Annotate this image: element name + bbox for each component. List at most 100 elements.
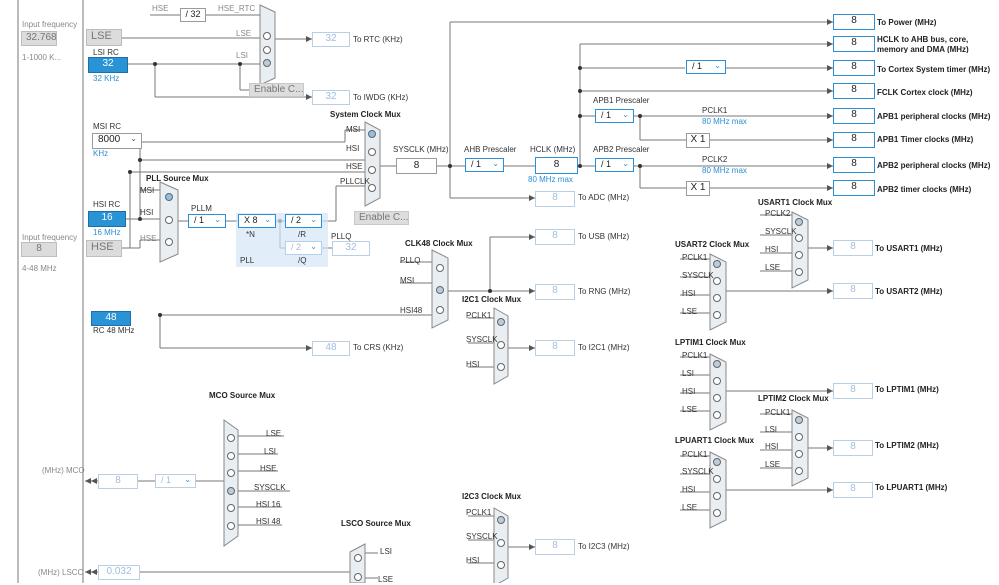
usart2-lse-label: LSE bbox=[682, 307, 698, 316]
pclk1-label: PCLK1 bbox=[702, 106, 728, 115]
apb2-prescaler-label: APB2 Prescaler bbox=[593, 145, 650, 154]
lsco-lsi-label: LSI bbox=[380, 547, 393, 556]
msi-frequency-select[interactable]: 8000⌄ bbox=[92, 133, 142, 149]
plln-select[interactable]: X 8⌄ bbox=[238, 214, 276, 228]
lse-range-label: 1-1000 K... bbox=[22, 53, 62, 62]
mco-output-label: (MHz) MCO bbox=[42, 466, 85, 475]
apb2-prescaler-select[interactable]: / 1⌄ bbox=[595, 158, 634, 172]
lse-source-block[interactable]: LSE bbox=[86, 29, 122, 46]
mco-lsi-label: LSI bbox=[264, 447, 277, 456]
hclk-ahb-output-label: HCLK to AHB bus, core, memory and DMA (M… bbox=[877, 35, 969, 53]
mco-divider-select[interactable]: / 1⌄ bbox=[155, 474, 196, 488]
lsco-output-label: (MHz) LSCO bbox=[38, 568, 84, 577]
rtc-frequency-value[interactable]: 32 bbox=[312, 32, 350, 47]
i2c3-output-label: To I2C3 (MHz) bbox=[578, 542, 630, 551]
mco-lse-label: LSE bbox=[266, 429, 282, 438]
hse-source-block[interactable]: HSE bbox=[86, 240, 122, 257]
iwdg-frequency-value[interactable]: 32 bbox=[312, 90, 350, 105]
lptim1-output-label: To LPTIM1 (MHz) bbox=[875, 385, 939, 394]
adc-frequency-value[interactable]: 8 bbox=[535, 191, 575, 207]
lptim2-hsi-label: HSI bbox=[765, 442, 779, 451]
i2c3-frequency-value[interactable]: 8 bbox=[535, 539, 575, 555]
chevron-down-icon: ⌄ bbox=[130, 134, 137, 143]
rtc-lsi-input-label: LSI bbox=[236, 51, 249, 60]
apb1-timer-multiplier: X 1 bbox=[686, 133, 710, 148]
lsco-frequency-value[interactable]: 0.032 bbox=[98, 565, 140, 580]
lpuart1-frequency-value[interactable]: 8 bbox=[833, 482, 873, 498]
usb-output-label: To USB (MHz) bbox=[578, 232, 630, 241]
msi-rc-label: MSI RC bbox=[93, 122, 121, 131]
chevron-down-icon: ⌄ bbox=[622, 159, 629, 168]
fclk-frequency-value[interactable]: 8 bbox=[833, 83, 875, 99]
mco-source-mux-title: MCO Source Mux bbox=[209, 391, 276, 400]
pllq-select[interactable]: / 2⌄ bbox=[285, 241, 322, 255]
lsi-rc-label: LSI RC bbox=[93, 48, 119, 57]
clk48-msi-label: MSI bbox=[400, 276, 415, 285]
lpuart1-lse-label: LSE bbox=[682, 503, 698, 512]
pll-mux-msi-label: MSI bbox=[140, 186, 155, 195]
pllm-select[interactable]: / 1⌄ bbox=[188, 214, 226, 228]
usart2-frequency-value[interactable]: 8 bbox=[833, 283, 873, 299]
apb1-prescaler-select[interactable]: / 1⌄ bbox=[595, 109, 634, 123]
mco-hse-label: HSE bbox=[260, 464, 277, 473]
rc48-label: RC 48 MHz bbox=[93, 326, 135, 335]
pllq-divider-label: /Q bbox=[298, 256, 307, 265]
lsi-rc-value[interactable]: 32 bbox=[88, 57, 128, 73]
plln-label: *N bbox=[246, 230, 255, 239]
rtc-hse-divider[interactable]: / 32 bbox=[180, 8, 206, 22]
hclk-ahb-frequency-value[interactable]: 8 bbox=[833, 36, 875, 52]
sysclk-value[interactable]: 8 bbox=[396, 158, 437, 174]
chevron-down-icon: ⌄ bbox=[264, 215, 271, 224]
apb1-timer-frequency-value[interactable]: 8 bbox=[833, 132, 875, 148]
lptim1-frequency-value[interactable]: 8 bbox=[833, 383, 873, 399]
lpuart1-pclk1-label: PCLK1 bbox=[682, 450, 708, 459]
power-frequency-value[interactable]: 8 bbox=[833, 14, 875, 30]
crs-frequency-value[interactable]: 48 bbox=[312, 341, 350, 356]
usb-frequency-value[interactable]: 8 bbox=[535, 229, 575, 245]
chevron-down-icon: ⌄ bbox=[214, 215, 221, 224]
rtc-enable-css-button[interactable]: Enable C... bbox=[249, 83, 304, 97]
chevron-down-icon: ⌄ bbox=[622, 110, 629, 119]
apb1-peripheral-frequency-value[interactable]: 8 bbox=[833, 108, 875, 124]
rc48-value[interactable]: 48 bbox=[91, 311, 131, 326]
pllq-frequency-value[interactable]: 32 bbox=[332, 241, 370, 256]
apb2-timer-frequency-value[interactable]: 8 bbox=[833, 180, 875, 196]
lse-input-frequency-field[interactable]: 32.768 bbox=[21, 31, 57, 46]
mco-frequency-value[interactable]: 8 bbox=[98, 474, 138, 489]
hse-input-frequency-field[interactable]: 8 bbox=[21, 242, 57, 257]
pllr-select[interactable]: / 2⌄ bbox=[285, 214, 322, 228]
hsi-rc-value[interactable]: 16 bbox=[88, 211, 126, 227]
rtc-hse-input-label: HSE bbox=[152, 4, 169, 13]
lptim2-frequency-value[interactable]: 8 bbox=[833, 440, 873, 456]
pll-mux-hse-label: HSE bbox=[140, 234, 157, 243]
i2c3-mux-title: I2C3 Clock Mux bbox=[462, 492, 522, 501]
lptim1-lse-label: LSE bbox=[682, 405, 698, 414]
cortex-timer-frequency-value[interactable]: 8 bbox=[833, 60, 875, 76]
cortex-timer-divider-select[interactable]: / 1⌄ bbox=[686, 60, 726, 74]
hsi-rc-frequency: 16 MHz bbox=[93, 228, 121, 237]
hclk-value[interactable]: 8 bbox=[535, 157, 578, 174]
hclk-max-label: 80 MHz max bbox=[528, 175, 573, 184]
pll-block-label: PLL bbox=[240, 256, 255, 265]
usart1-sysclk-label: SYSCLK bbox=[765, 227, 797, 236]
rng-frequency-value[interactable]: 8 bbox=[535, 284, 575, 300]
lpuart1-sysclk-label: SYSCLK bbox=[682, 467, 714, 476]
hse-rtc-label: HSE_RTC bbox=[218, 4, 256, 13]
apb2-peripheral-frequency-value[interactable]: 8 bbox=[833, 157, 875, 173]
pclk1-max-label: 80 MHz max bbox=[702, 117, 747, 126]
power-output-label: To Power (MHz) bbox=[877, 18, 937, 27]
hse-range-label: 4-48 MHz bbox=[22, 264, 57, 273]
sysclk-enable-css-button[interactable]: Enable C... bbox=[354, 211, 409, 225]
ahb-prescaler-select[interactable]: / 1⌄ bbox=[465, 158, 504, 172]
i2c1-mux-title: I2C1 Clock Mux bbox=[462, 295, 522, 304]
lptim1-mux-title: LPTIM1 Clock Mux bbox=[675, 338, 746, 347]
usart2-hsi-label: HSI bbox=[682, 289, 696, 298]
i2c1-frequency-value[interactable]: 8 bbox=[535, 340, 575, 356]
hclk-label: HCLK (MHz) bbox=[530, 145, 576, 154]
sysclk-mux-pllclk-label: PLLCLK bbox=[340, 177, 370, 186]
lse-input-frequency-label: Input frequency bbox=[22, 20, 78, 29]
lsco-source-mux-title: LSCO Source Mux bbox=[341, 519, 411, 528]
usart1-frequency-value[interactable]: 8 bbox=[833, 240, 873, 256]
sysclk-label: SYSCLK (MHz) bbox=[393, 145, 449, 154]
